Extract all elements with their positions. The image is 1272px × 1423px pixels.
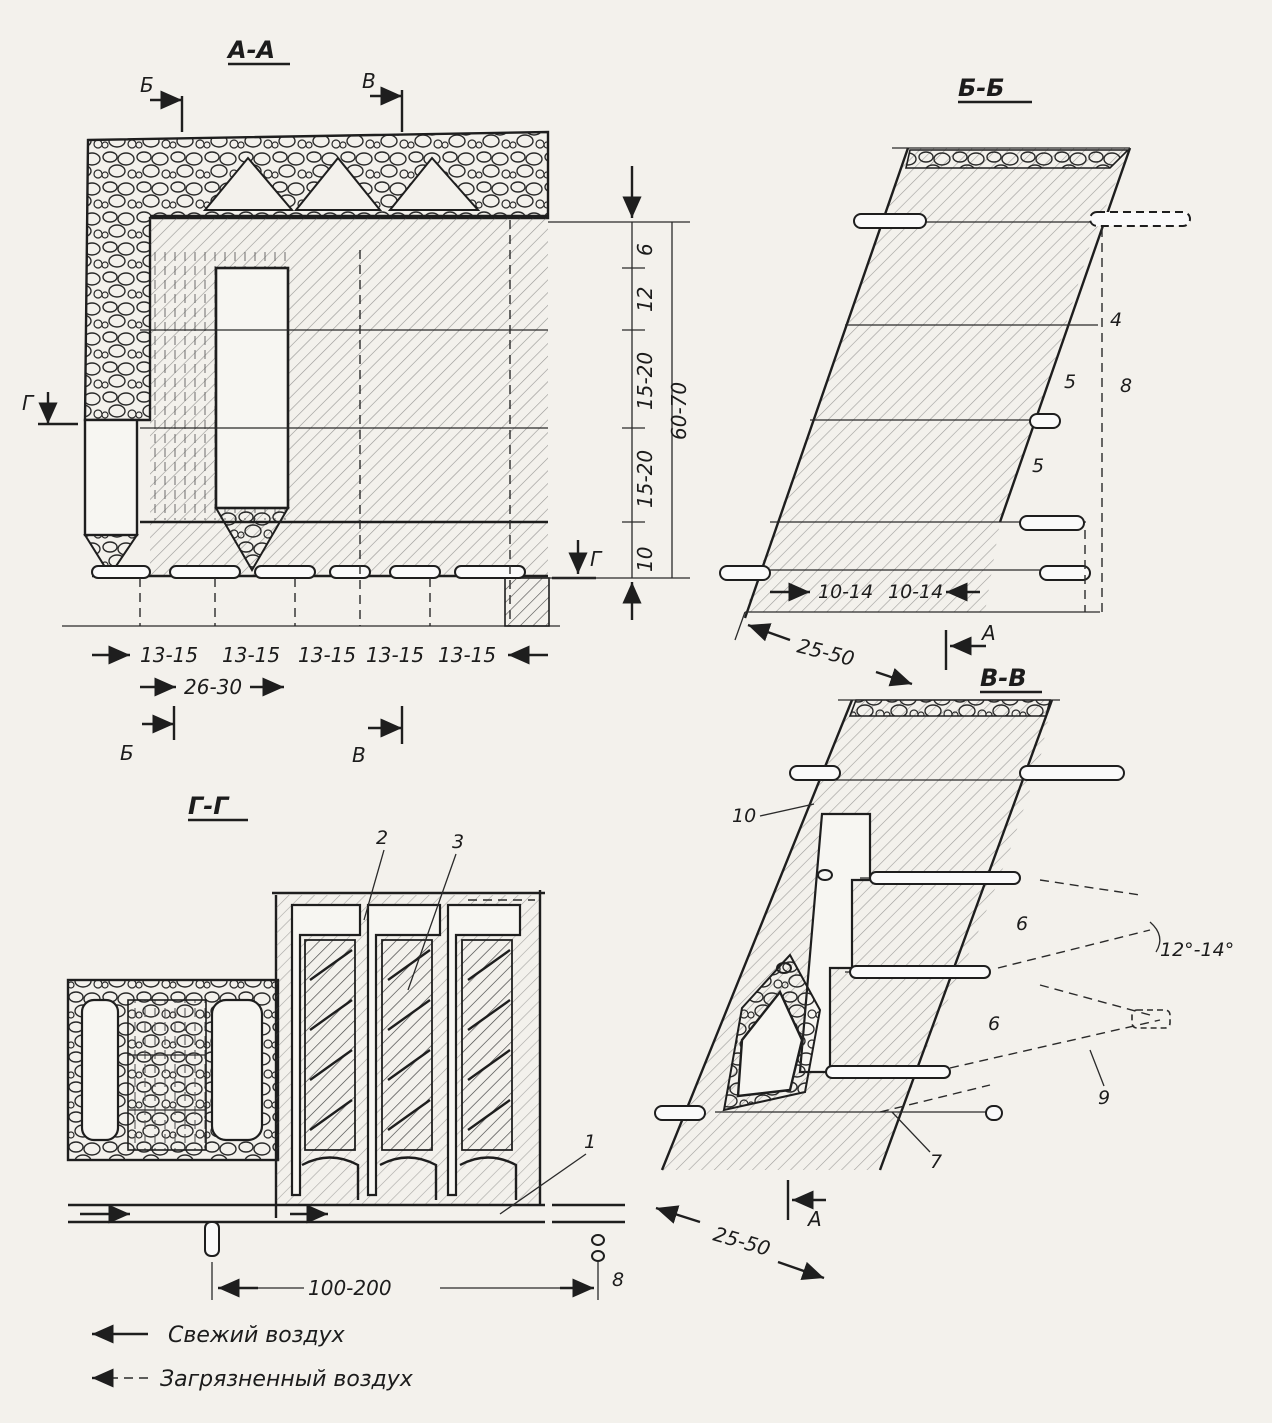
bb-cut-a: А bbox=[980, 621, 996, 645]
dim-row-5: 13-15 bbox=[438, 643, 496, 667]
bb-dim-10-14-a: 10-14 bbox=[818, 581, 873, 603]
vv-label-10: 10 bbox=[732, 805, 756, 827]
vv-cut-a: А bbox=[806, 1207, 822, 1231]
vv-dim-25-50: 25-50 bbox=[711, 1222, 773, 1261]
vv-label-6b: 6 bbox=[988, 1013, 1000, 1035]
bb-dim-10-14-b: 10-14 bbox=[888, 581, 943, 603]
cut-g-right: Г bbox=[590, 547, 603, 571]
bb-label-8: 8 bbox=[1120, 375, 1132, 397]
cut-v-bottom: В bbox=[352, 743, 366, 767]
bb-label-4: 4 bbox=[1110, 309, 1122, 331]
section-bb-title: Б-Б bbox=[958, 74, 1005, 102]
section-vv-title: В-В bbox=[980, 664, 1027, 692]
section-gg-title: Г-Г bbox=[188, 792, 230, 820]
gg-label-1: 1 bbox=[584, 1131, 596, 1153]
gg-dim-100-200: 100-200 bbox=[308, 1276, 392, 1300]
vv-label-9: 9 bbox=[1098, 1087, 1110, 1109]
dim-row-1: 13-15 bbox=[140, 643, 198, 667]
bb-label-5b: 5 bbox=[1032, 455, 1044, 477]
bb-dim-25-50: 25-50 bbox=[795, 634, 857, 671]
section-aa-title: А-А bbox=[226, 36, 275, 64]
bb-label-5a: 5 bbox=[1064, 371, 1076, 393]
gg-label-2: 2 bbox=[376, 827, 388, 849]
dim-row-2: 13-15 bbox=[222, 643, 280, 667]
gg-label-3: 3 bbox=[452, 831, 464, 853]
section-gg: Г-Г bbox=[66, 792, 625, 1300]
cut-b-bottom: Б bbox=[120, 741, 134, 765]
dim-60-70: 60-70 bbox=[667, 382, 691, 440]
section-bb: Б-Б 4 5 5 8 10 bbox=[719, 74, 1191, 687]
section-aa: А-А bbox=[22, 36, 691, 767]
vv-label-6a: 6 bbox=[1016, 913, 1028, 935]
vv-angle: 12°-14° bbox=[1160, 939, 1234, 961]
dim-row-3: 13-15 bbox=[298, 643, 356, 667]
cut-b-top: Б bbox=[140, 73, 154, 97]
vv-label-7: 7 bbox=[930, 1151, 942, 1173]
dim-15-20-b: 15-20 bbox=[633, 450, 657, 508]
dim-6: 6 bbox=[633, 243, 657, 256]
section-vv: В-В bbox=[654, 664, 1234, 1280]
dim-26-30: 26-30 bbox=[184, 675, 242, 699]
legend: Свежий воздух Загрязненный воздух bbox=[92, 1323, 414, 1392]
open-chamber bbox=[214, 266, 290, 510]
legend-dirty-air: Загрязненный воздух bbox=[160, 1367, 414, 1392]
cut-g-left: Г bbox=[22, 391, 35, 415]
dim-10: 10 bbox=[633, 547, 657, 572]
dim-15-20-a: 15-20 bbox=[633, 352, 657, 410]
dim-row-4: 13-15 bbox=[366, 643, 424, 667]
dim-12: 12 bbox=[633, 287, 657, 312]
cut-v-top: В bbox=[362, 69, 376, 93]
gg-label-8: 8 bbox=[612, 1269, 624, 1291]
legend-fresh-air: Свежий воздух bbox=[168, 1323, 346, 1348]
